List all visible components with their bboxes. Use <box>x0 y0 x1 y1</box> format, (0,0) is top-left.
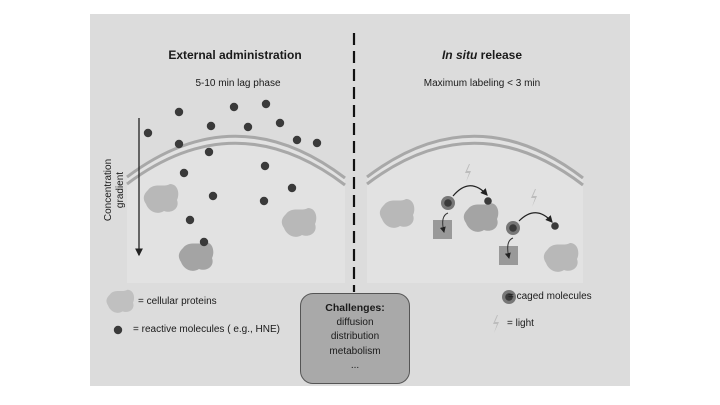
legend-proteins: = cellular proteins <box>138 296 217 307</box>
light-legend-icon <box>493 315 499 333</box>
challenge-item: diffusion <box>336 316 374 328</box>
gradient-label-line2: gradient <box>115 171 126 209</box>
left-cell <box>126 99 346 283</box>
legend-caged: = caged molecules <box>508 291 592 302</box>
left-title: External administration <box>168 48 302 62</box>
right-subtitle: Maximum labeling < 3 min <box>423 78 541 89</box>
challenges-title: Challenges: <box>325 302 385 314</box>
reactive-molecule-legend-icon <box>113 325 123 335</box>
challenges-box: Challenges: diffusion distribution metab… <box>300 293 410 384</box>
challenge-item: metabolism <box>329 345 381 357</box>
right-title-italic: In situ <box>441 48 478 62</box>
legend-reactive: = reactive molecules ( e.g., HNE) <box>133 324 280 335</box>
released-molecule <box>551 222 559 230</box>
challenge-item: distribution <box>330 331 380 342</box>
right-title: In situ release <box>442 48 522 62</box>
reactive-molecules <box>143 99 322 247</box>
right-title-rest: release <box>477 48 523 62</box>
left-subtitle: 5-10 min lag phase <box>195 78 281 89</box>
released-molecule <box>484 197 492 205</box>
protein-legend-icon <box>106 289 135 313</box>
right-cell <box>366 110 584 283</box>
challenge-item: ... <box>350 360 360 371</box>
gradient-label-line1: Concentration <box>103 158 114 222</box>
legend-light: = light <box>507 318 534 329</box>
